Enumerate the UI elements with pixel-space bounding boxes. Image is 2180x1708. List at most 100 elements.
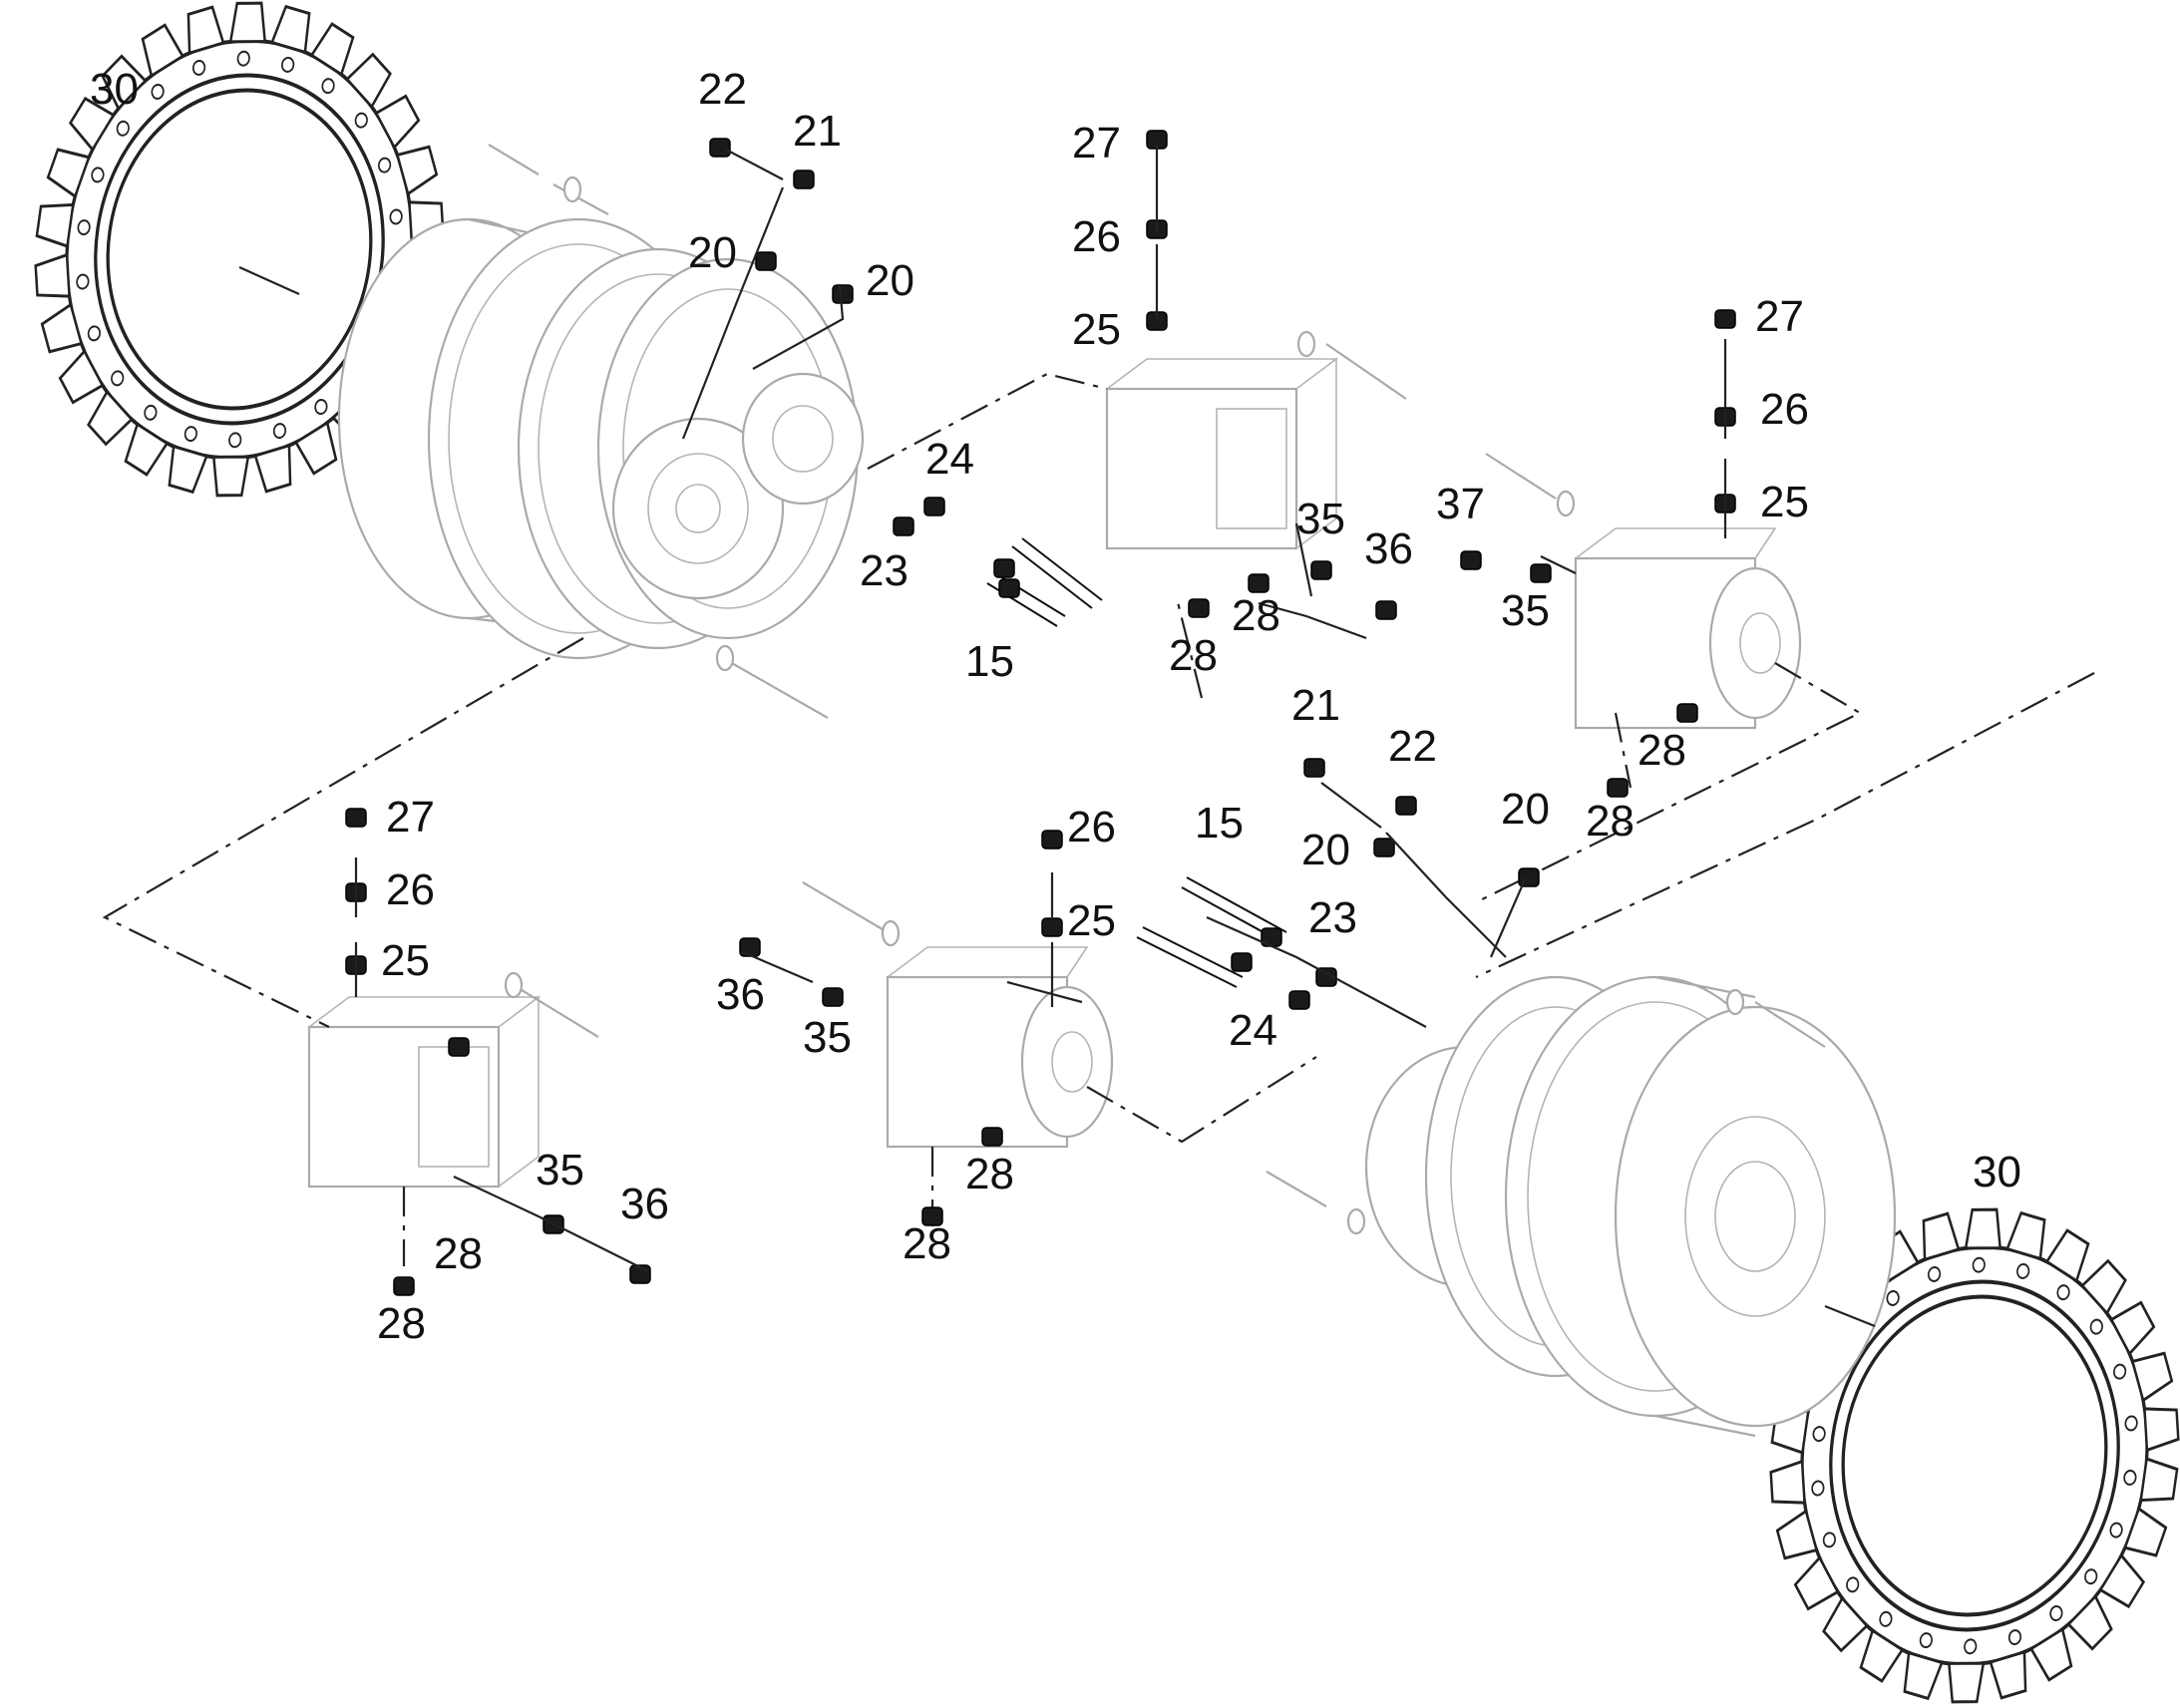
callout-15: 15 xyxy=(965,637,1014,686)
fitting xyxy=(1303,758,1325,778)
bolt-hole xyxy=(236,50,250,67)
bolt-hole xyxy=(389,208,403,225)
fitting xyxy=(345,808,367,828)
callout-20: 20 xyxy=(688,228,737,277)
bolt-hole xyxy=(272,423,287,440)
callout-36: 36 xyxy=(1364,524,1413,573)
sprocket-tooth xyxy=(35,202,75,248)
callout-28: 28 xyxy=(434,1229,483,1278)
callout-28: 28 xyxy=(1232,591,1280,640)
bolt-hole xyxy=(1812,1426,1826,1443)
sprocket-tooth xyxy=(87,389,134,447)
bolt-hole xyxy=(321,78,335,95)
callout-28: 28 xyxy=(1169,631,1218,680)
fitting xyxy=(1460,550,1482,570)
bolt-hole xyxy=(191,59,206,76)
bolt-hole xyxy=(1886,1289,1900,1306)
bolt-hole xyxy=(111,370,125,387)
sprocket-tooth xyxy=(1775,1509,1819,1560)
fitting xyxy=(739,937,761,957)
sprocket-tooth xyxy=(58,348,105,405)
callout-35: 35 xyxy=(536,1146,584,1195)
sprocket-tooth xyxy=(34,252,71,298)
sprocket-tooth xyxy=(68,96,116,153)
sprocket-tooth xyxy=(1964,1207,2002,1250)
bolt-hole xyxy=(2113,1363,2127,1380)
bolt-hole xyxy=(91,167,105,183)
callout-35: 35 xyxy=(803,1013,852,1062)
bolt-hole xyxy=(2123,1469,2137,1486)
fitting xyxy=(1041,830,1063,850)
callout-35: 35 xyxy=(1296,495,1345,543)
fitting xyxy=(1518,867,1540,887)
fitting xyxy=(755,251,777,271)
hydraulic-motor-icon xyxy=(1574,527,1802,730)
callout-25: 25 xyxy=(1072,305,1121,354)
bolt-hole xyxy=(2016,1262,2030,1279)
sprocket-tooth xyxy=(1922,1211,1961,1262)
sprocket-tooth xyxy=(309,22,355,77)
bolt-hole xyxy=(151,83,165,100)
fitting xyxy=(998,578,1020,598)
bolt-hole xyxy=(77,219,91,236)
sprocket-tooth xyxy=(124,422,170,477)
callout-23: 23 xyxy=(860,546,908,595)
sprocket-tooth xyxy=(228,1,267,44)
callout-28: 28 xyxy=(377,1299,426,1348)
callout-36: 36 xyxy=(620,1180,669,1228)
fitting xyxy=(1676,703,1698,723)
sprocket-tooth xyxy=(46,148,91,199)
sprocket-tooth xyxy=(293,420,338,476)
callout-22: 22 xyxy=(1388,722,1437,771)
fitting xyxy=(1375,600,1397,620)
callout-21: 21 xyxy=(1291,681,1340,730)
final-drive-icon xyxy=(337,217,865,660)
fitting xyxy=(1248,573,1270,593)
fitting xyxy=(1395,796,1417,816)
fitting xyxy=(921,1206,943,1226)
bolt-hole xyxy=(354,112,368,129)
sprocket-tooth xyxy=(2143,1407,2180,1453)
fitting xyxy=(832,284,854,304)
bolt-hole xyxy=(116,120,130,137)
sprocket-tooth xyxy=(374,94,421,151)
sprocket-tooth xyxy=(2139,1457,2179,1503)
sprocket-tooth xyxy=(186,5,225,56)
sprocket-tooth xyxy=(1769,1459,1806,1505)
hydraulic-motor-icon xyxy=(1105,357,1339,550)
sprocket-tooth xyxy=(211,455,250,498)
sprocket-tooth xyxy=(1859,1628,1905,1683)
sprocket-tooth xyxy=(1822,1595,1869,1653)
sprocket-tooth xyxy=(40,302,84,354)
sprocket-tooth xyxy=(141,23,185,79)
sprocket-tooth xyxy=(2005,1210,2046,1261)
assembly-lines xyxy=(102,372,2095,1266)
callout-27: 27 xyxy=(386,793,435,842)
callout-26: 26 xyxy=(1072,212,1121,261)
bolt-hole xyxy=(183,426,197,443)
sprocket-tooth xyxy=(2080,1258,2127,1316)
fitting-icon xyxy=(345,130,1736,1296)
callout-25: 25 xyxy=(1067,896,1116,945)
bolt-hole xyxy=(2007,1629,2022,1646)
sprocket-tooth xyxy=(2123,1506,2168,1557)
callout-28: 28 xyxy=(903,1219,951,1268)
sprocket-tooth xyxy=(1989,1649,2027,1700)
fitting xyxy=(1310,560,1332,580)
callout-27: 27 xyxy=(1072,119,1121,168)
sprocket-tooth xyxy=(1903,1650,1944,1701)
bolt-hole xyxy=(1811,1480,1825,1497)
callout-20: 20 xyxy=(1301,826,1350,874)
callout-35: 35 xyxy=(1501,586,1550,635)
callout-25: 25 xyxy=(381,936,430,985)
fitting xyxy=(981,1127,1003,1147)
fitting xyxy=(1288,990,1310,1010)
callout-25: 25 xyxy=(1760,478,1809,526)
sprocket-tooth xyxy=(1947,1661,1986,1704)
bolt-hole xyxy=(314,399,328,416)
fitting xyxy=(1373,838,1395,857)
callout-21: 21 xyxy=(793,107,842,156)
final-drive-icon xyxy=(1364,975,1897,1438)
callout-20: 20 xyxy=(1501,785,1550,834)
bolt-hole xyxy=(1919,1632,1933,1649)
